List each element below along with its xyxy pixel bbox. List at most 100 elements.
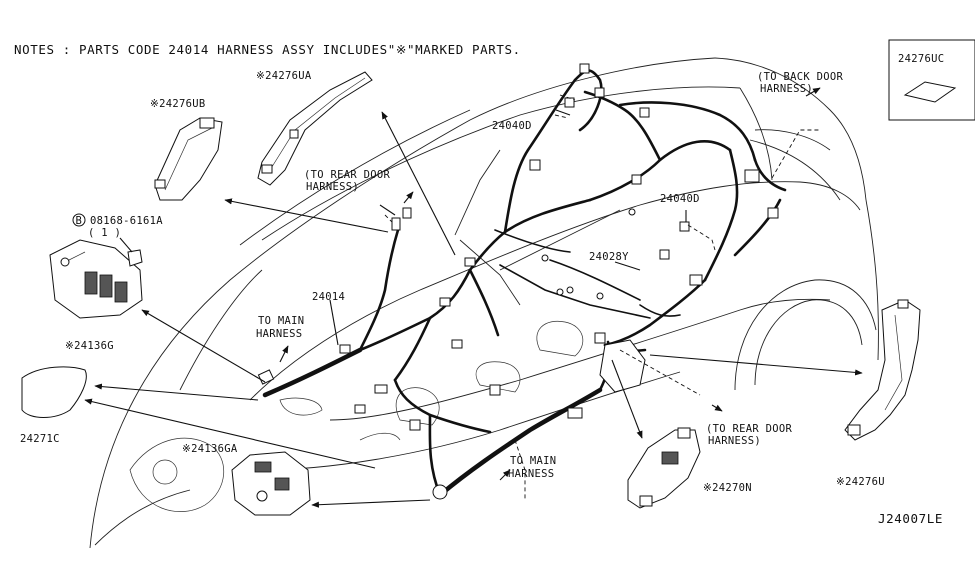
part-24276UA-protector[interactable]	[257, 71, 373, 186]
inset-part-label: 24276UC	[898, 53, 944, 65]
clip-icon	[541, 254, 549, 262]
arrow-to-rear-door-2	[711, 404, 723, 412]
part-24271C-cover[interactable]	[21, 366, 87, 418]
label-24276UB: ※24276UB	[150, 98, 205, 110]
label-24270N: ※24270N	[703, 482, 752, 494]
label-24136G: ※24136G	[65, 340, 114, 352]
arrow-to-back-door	[805, 87, 821, 97]
connector-icon	[409, 419, 421, 431]
connector-icon	[257, 369, 275, 385]
connector-icon	[594, 87, 605, 98]
connector-icon	[594, 332, 606, 344]
clip-icon	[847, 424, 861, 436]
leader-24014	[329, 299, 339, 346]
clip-icon	[639, 495, 653, 507]
arrow-to-24136GA	[311, 499, 431, 508]
relay-icon	[114, 281, 128, 303]
bolt-08168-6161A[interactable]	[119, 237, 143, 267]
arrow-to-24276UA	[381, 111, 456, 256]
arrow-to-main-2	[499, 469, 511, 481]
label-24271C: 24271C	[20, 433, 60, 445]
clip-icon	[566, 286, 574, 294]
connector-icon	[391, 217, 401, 231]
insulator-pad-icon	[903, 81, 957, 103]
part-24276U-protector[interactable]	[844, 299, 921, 441]
callout-rear-door-1-line2: HARNESS)	[306, 181, 359, 193]
harness-pad	[599, 339, 646, 393]
connector-icon	[639, 107, 650, 118]
connector-icon	[439, 297, 451, 307]
connector-icon	[374, 384, 388, 394]
speaker-hole-icon	[152, 459, 178, 485]
part-24136G-bracket[interactable]	[49, 239, 143, 319]
leader-rear-door-1	[379, 204, 396, 216]
leader-arrows	[84, 109, 863, 508]
arrow-to-rear-door-1	[403, 191, 414, 204]
connector-icon	[659, 249, 670, 260]
connector-icon	[464, 257, 476, 267]
connector-icon	[564, 97, 575, 108]
clip-icon	[596, 292, 604, 300]
connector-icon	[489, 384, 501, 396]
hole-icon	[256, 490, 268, 502]
clip-icon	[261, 164, 273, 174]
dashed-direction-lines	[384, 94, 820, 500]
callout-main-2-line2: HARNESS	[508, 468, 554, 480]
connector-icon	[744, 169, 760, 183]
bolt-mark-circle-icon	[72, 213, 86, 227]
arrow-to-24276UB	[224, 198, 389, 233]
callout-rear-door-1-line1: (TO REAR DOOR	[304, 169, 390, 181]
connector-icon	[767, 207, 779, 219]
arrow-to-24271C-2	[84, 398, 376, 469]
clip-icon	[628, 208, 636, 216]
label-24276U: ※24276U	[836, 476, 885, 488]
callout-main-1-line2: HARNESS	[256, 328, 302, 340]
connector-icon	[567, 407, 583, 419]
clip-icon	[289, 129, 299, 139]
connector-icon	[402, 207, 412, 219]
relay-icon	[84, 271, 98, 295]
arrow-to-24270N	[611, 359, 643, 439]
label-08168-6161A: 08168-6161A	[90, 215, 163, 227]
label-08168-qty: ( 1 )	[88, 227, 121, 239]
label-24136GA: ※24136GA	[182, 443, 238, 455]
label-24014: 24014	[312, 291, 345, 303]
hole-icon	[60, 257, 70, 267]
connector-icon	[451, 339, 463, 349]
connector-icon	[354, 404, 366, 414]
arrow-to-24276U	[649, 354, 863, 376]
grommet-icon	[432, 484, 448, 500]
part-24270N-protector[interactable]	[627, 427, 701, 509]
bolt-mark-letter: B	[76, 215, 83, 227]
callout-main-1-line1: TO MAIN	[258, 315, 304, 327]
arrow-to-24271C-1	[94, 383, 259, 401]
arrow-to-main-1	[279, 345, 289, 363]
diagram-code: J24007LE	[878, 511, 943, 526]
destination-arrows	[279, 87, 821, 481]
leader-24028Y	[614, 261, 641, 271]
connector-icon	[661, 451, 679, 465]
leader-24040D-upper	[555, 109, 571, 116]
clip-icon	[154, 179, 166, 189]
clip-icon	[677, 427, 691, 439]
connector-icon	[631, 174, 642, 185]
inset-part-box: 24276UC	[888, 39, 975, 121]
connector-block-icon	[254, 461, 272, 473]
callout-rear-door-2-line2: HARNESS)	[708, 435, 761, 447]
clip-icon	[897, 299, 909, 309]
part-24136GA-bracket[interactable]	[231, 451, 311, 516]
clip-icon	[199, 117, 215, 129]
connector-icon	[339, 344, 351, 354]
relay-icon	[99, 274, 113, 298]
connector-icon	[689, 274, 703, 286]
label-24040D-lower: 24040D	[660, 193, 700, 205]
label-24276UA: ※24276UA	[256, 70, 312, 82]
callout-back-door-line2: HARNESS)	[760, 83, 813, 95]
harness-connectors	[257, 63, 779, 500]
callout-rear-door-2-line1: (TO REAR DOOR	[706, 423, 792, 435]
connector-icon	[529, 159, 541, 171]
part-24276UB-protector[interactable]	[154, 117, 223, 201]
arrow-to-24136G	[141, 309, 266, 383]
